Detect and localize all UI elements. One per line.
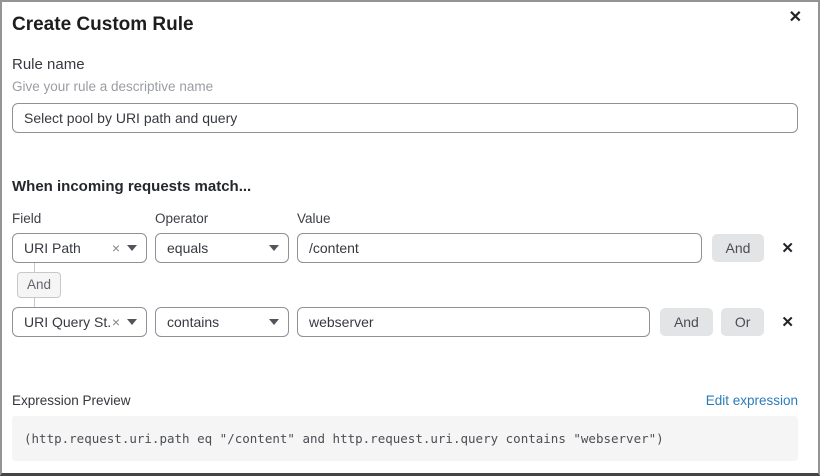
value-input[interactable]: [297, 307, 650, 337]
expression-code: (http.request.uri.path eq "/content" and…: [12, 416, 798, 461]
operator-select-value: contains: [167, 314, 220, 330]
connector-line: [34, 298, 35, 307]
remove-condition-icon[interactable]: ✕: [781, 239, 794, 257]
match-heading: When incoming requests match...: [12, 178, 252, 195]
connector-line: [34, 263, 35, 272]
condition-column-labels: Field Operator Value: [12, 210, 798, 228]
rule-name-label: Rule name: [12, 56, 85, 73]
and-button[interactable]: And: [711, 234, 765, 262]
operator-select[interactable]: equals: [155, 233, 289, 263]
field-column-label: Field: [12, 211, 42, 226]
remove-condition-icon[interactable]: ✕: [781, 313, 794, 331]
field-select[interactable]: URI Path ×: [12, 233, 147, 263]
edit-expression-link[interactable]: Edit expression: [705, 393, 798, 408]
value-input[interactable]: [297, 233, 702, 263]
condition-row: URI Path × equals And ✕: [12, 233, 798, 263]
clear-field-icon[interactable]: ×: [111, 240, 120, 256]
field-select-value: URI Path: [24, 240, 81, 256]
or-button[interactable]: Or: [720, 308, 765, 336]
value-column-label: Value: [297, 211, 331, 226]
operator-select[interactable]: contains: [155, 307, 289, 337]
expression-preview-header: Expression Preview Edit expression: [12, 392, 798, 410]
condition-row: URI Query St... × contains And Or ✕: [12, 307, 798, 337]
close-icon[interactable]: ✕: [788, 9, 802, 26]
operator-select-value: equals: [167, 240, 209, 256]
chevron-down-icon: [127, 319, 137, 325]
operator-column-label: Operator: [155, 211, 209, 226]
rule-name-hint: Give your rule a descriptive name: [12, 79, 214, 94]
rule-name-input[interactable]: [12, 103, 798, 133]
expression-preview-label: Expression Preview: [12, 393, 131, 408]
page-title: Create Custom Rule: [12, 14, 194, 35]
clear-field-icon[interactable]: ×: [111, 314, 120, 330]
and-connector-badge: And: [17, 272, 62, 298]
chevron-down-icon: [269, 245, 279, 251]
and-button[interactable]: And: [659, 308, 713, 336]
chevron-down-icon: [127, 245, 137, 251]
field-select[interactable]: URI Query St... ×: [12, 307, 147, 337]
field-select-value: URI Query St...: [24, 314, 112, 330]
chevron-down-icon: [269, 319, 279, 325]
